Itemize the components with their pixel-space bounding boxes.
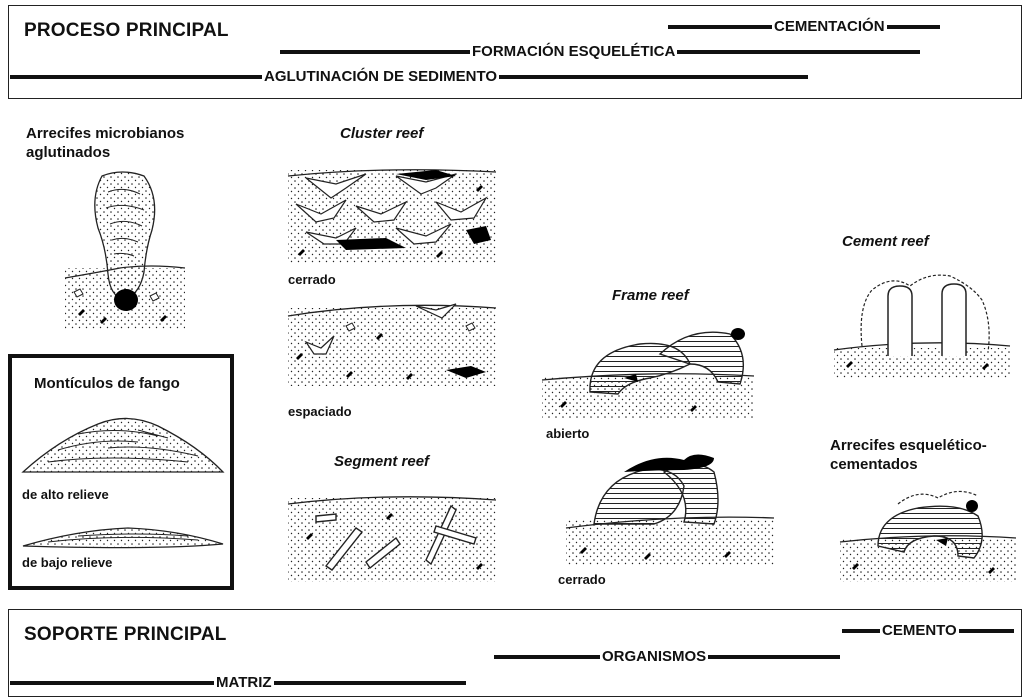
skeletal-cement-title-line1: Arrecifes esquelético- bbox=[830, 437, 987, 454]
microbial-reef-diagram bbox=[64, 171, 186, 330]
mud-mounds-title: Montículos de fango bbox=[34, 375, 180, 392]
frame-reef-title: Frame reef bbox=[612, 287, 689, 304]
mud-mounds-box bbox=[8, 354, 234, 590]
low-relief-mound-diagram bbox=[22, 527, 224, 549]
bottom-panel-title: SOPORTE PRINCIPAL bbox=[24, 624, 227, 645]
segment-reef-diagram bbox=[287, 496, 497, 582]
high-relief-label: de alto relieve bbox=[22, 487, 109, 502]
bar-label-organismos: ORGANISMOS bbox=[600, 648, 709, 665]
cluster-reef-spaced-diagram bbox=[287, 303, 497, 386]
frame-closed-label: cerrado bbox=[558, 572, 606, 587]
cluster-closed-label: cerrado bbox=[288, 272, 336, 287]
cluster-spaced-label: espaciado bbox=[288, 404, 352, 419]
cement-reef-title: Cement reef bbox=[842, 233, 929, 250]
microbial-reef-title-line1: Arrecifes microbianos bbox=[26, 125, 185, 142]
cluster-reef-closed-diagram bbox=[287, 169, 497, 264]
low-relief-label: de bajo relieve bbox=[22, 555, 113, 570]
frame-reef-closed-diagram bbox=[565, 454, 775, 566]
cluster-reef-title: Cluster reef bbox=[340, 125, 424, 142]
bar-label-aglutinacion: AGLUTINACIÓN DE SEDIMENTO bbox=[262, 68, 500, 85]
frame-reef-open-diagram bbox=[541, 328, 755, 418]
microbial-reef-title: Arrecifes microbianos aglutinados bbox=[26, 124, 184, 162]
bar-label-cementacion: CEMENTACIÓN bbox=[772, 18, 887, 35]
frame-open-label: abierto bbox=[546, 426, 590, 441]
bar-label-formacion: FORMACIÓN ESQUELÉTICA bbox=[470, 43, 678, 60]
microbial-reef-title-line2: aglutinados bbox=[26, 144, 111, 161]
skeletal-cement-diagram bbox=[839, 490, 1017, 582]
high-relief-mound-diagram bbox=[21, 417, 225, 473]
skeletal-cement-title-line2: cementados bbox=[830, 456, 918, 473]
bar-label-cemento: CEMENTO bbox=[880, 622, 959, 639]
segment-reef-title: Segment reef bbox=[334, 453, 430, 470]
cement-reef-diagram bbox=[833, 274, 1011, 378]
bar-label-matriz: MATRIZ bbox=[214, 674, 274, 691]
skeletal-cement-title: Arrecifes esquelético- cementados bbox=[830, 436, 987, 474]
top-panel-title: PROCESO PRINCIPAL bbox=[24, 20, 229, 41]
